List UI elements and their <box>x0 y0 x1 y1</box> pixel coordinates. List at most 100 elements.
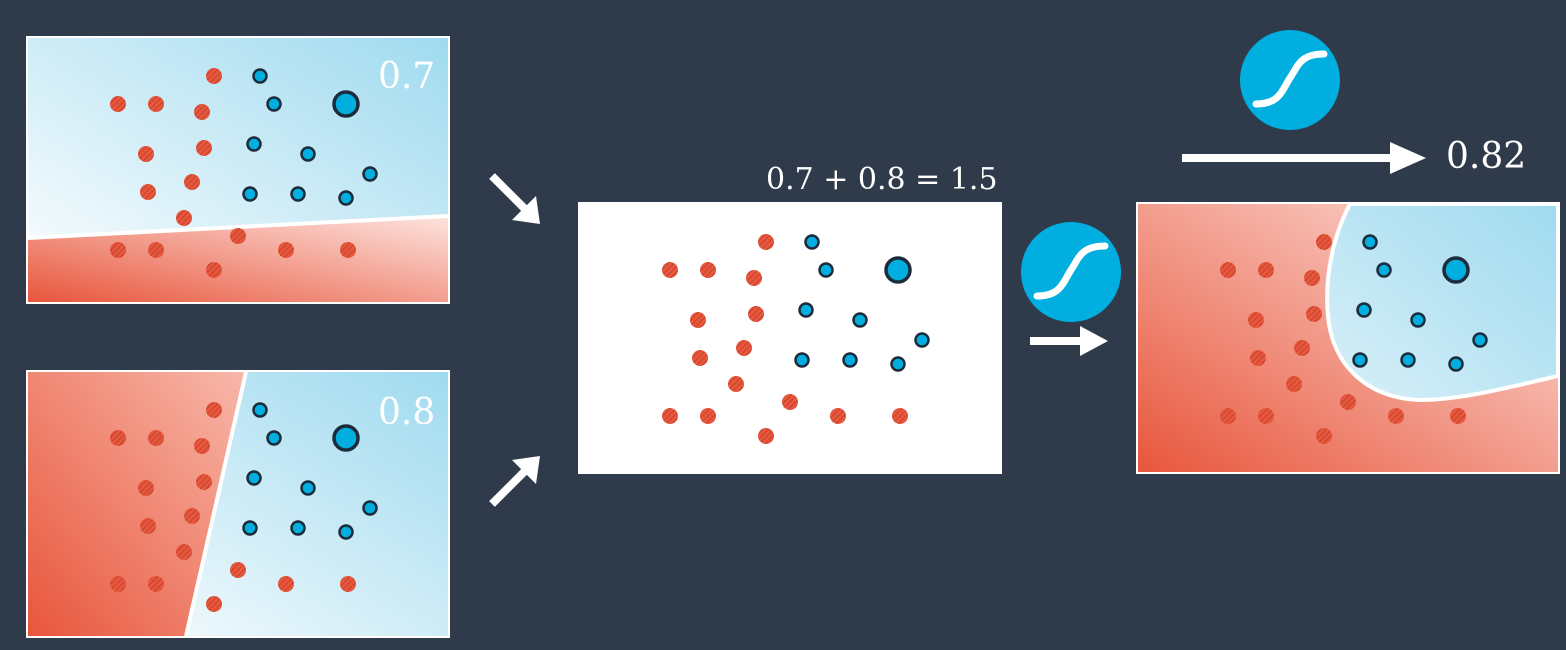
blue-point <box>338 190 354 206</box>
red-point <box>230 562 246 578</box>
blue-point <box>1410 312 1426 328</box>
query-point <box>332 424 360 452</box>
query-point <box>332 90 360 118</box>
combined-plot <box>580 204 1000 472</box>
arrow-right-long-icon <box>1182 142 1426 174</box>
red-point <box>1306 306 1322 322</box>
blue-point <box>794 352 810 368</box>
sigmoid-icon <box>1021 222 1121 322</box>
blue-point <box>266 430 282 446</box>
red-point <box>1340 394 1356 410</box>
query-point <box>1442 256 1470 284</box>
score-bottom: 0.8 <box>378 392 436 433</box>
blue-point <box>266 96 282 112</box>
red-point <box>278 242 294 258</box>
blue-point <box>362 166 378 182</box>
red-point <box>782 394 798 410</box>
red-point <box>148 96 164 112</box>
red-point <box>1220 262 1236 278</box>
red-point <box>206 402 222 418</box>
query-point <box>884 256 912 284</box>
blue-point <box>1356 302 1372 318</box>
red-point <box>1258 408 1274 424</box>
data-points <box>662 234 930 444</box>
red-point <box>184 174 200 190</box>
red-point <box>1220 408 1236 424</box>
output-score: 0.82 <box>1446 136 1527 177</box>
red-point <box>184 508 200 524</box>
red-point <box>1248 312 1264 328</box>
blue-point <box>804 234 820 250</box>
blue-point <box>914 332 930 348</box>
arrow-right-icon <box>1030 326 1108 356</box>
red-point <box>1258 262 1274 278</box>
red-point <box>1450 408 1466 424</box>
red-point <box>138 146 154 162</box>
blue-point <box>1352 352 1368 368</box>
classifier-panel-top <box>26 36 450 304</box>
red-point <box>662 408 678 424</box>
red-point <box>340 576 356 592</box>
blue-point <box>1376 262 1392 278</box>
blue-point <box>242 186 258 202</box>
red-point <box>148 430 164 446</box>
blue-point <box>1400 352 1416 368</box>
blue-point <box>252 402 268 418</box>
blue-point <box>1472 332 1488 348</box>
red-point <box>194 104 210 120</box>
data-points <box>110 68 378 278</box>
red-point <box>746 270 762 286</box>
data-points <box>1220 234 1488 444</box>
red-point <box>1304 270 1320 286</box>
blue-point <box>890 356 906 372</box>
red-point <box>700 262 716 278</box>
red-point <box>206 68 222 84</box>
red-point <box>728 376 744 392</box>
red-point <box>140 518 156 534</box>
arrow-down-right-icon <box>489 173 540 224</box>
red-point <box>110 96 126 112</box>
red-point <box>1286 376 1302 392</box>
red-point <box>1316 234 1332 250</box>
red-point <box>110 430 126 446</box>
red-point <box>748 306 764 322</box>
red-point <box>230 228 246 244</box>
red-point <box>196 474 212 490</box>
red-point <box>340 242 356 258</box>
blue-point <box>246 470 262 486</box>
red-point <box>1250 350 1266 366</box>
red-point <box>176 210 192 226</box>
red-point <box>736 340 752 356</box>
blue-point <box>338 524 354 540</box>
blue-point <box>290 186 306 202</box>
blue-point <box>852 312 868 328</box>
red-point <box>148 242 164 258</box>
red-point <box>690 312 706 328</box>
red-point <box>830 408 846 424</box>
blue-point <box>362 500 378 516</box>
combined-panel <box>578 202 1002 474</box>
blue-point <box>1448 356 1464 372</box>
combined-equation: 0.7 + 0.8 = 1.5 <box>766 162 998 197</box>
blue-point <box>246 136 262 152</box>
sigmoid-icon-top <box>1240 30 1340 130</box>
red-point <box>148 576 164 592</box>
red-point <box>662 262 678 278</box>
blue-point <box>818 262 834 278</box>
classifier-plot-bottom <box>28 372 448 636</box>
red-point <box>140 184 156 200</box>
red-point <box>110 242 126 258</box>
blue-point <box>1362 234 1378 250</box>
red-point <box>758 428 774 444</box>
blue-point <box>300 480 316 496</box>
red-point <box>692 350 708 366</box>
red-point <box>110 576 126 592</box>
result-panel <box>1136 202 1560 474</box>
blue-point <box>252 68 268 84</box>
red-point <box>176 544 192 560</box>
red-point <box>206 596 222 612</box>
red-point <box>758 234 774 250</box>
blue-point <box>290 520 306 536</box>
data-points <box>110 402 378 612</box>
red-point <box>700 408 716 424</box>
